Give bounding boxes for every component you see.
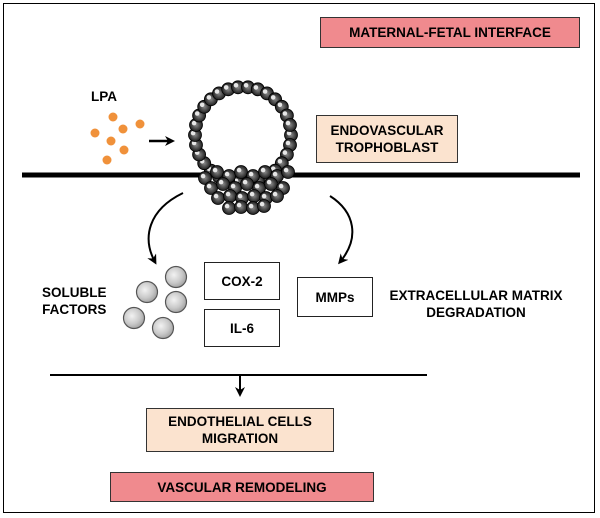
soluble-label-line2: FACTORS [42,302,107,317]
soluble-factors-label: SOLUBLE FACTORS [42,284,107,318]
il6-box: IL-6 [204,309,280,347]
endothelial-label-line2: MIGRATION [201,431,279,446]
endovascular-trophoblast-box: ENDOVASCULAR TROPHOBLAST [316,115,458,163]
vascular-remodeling-box: VASCULAR REMODELING [110,472,374,502]
endovascular-label-line1: ENDOVASCULAR [330,123,444,138]
cox2-label: COX-2 [221,273,263,289]
maternal-fetal-interface-box: MATERNAL-FETAL INTERFACE [320,17,580,48]
endothelial-cells-migration-box: ENDOTHELIAL CELLS MIGRATION [146,408,334,452]
lpa-dots [90,112,145,165]
trophoblast-cell-cluster [188,80,298,215]
ecm-label-line2: DEGRADATION [426,305,526,320]
soluble-factor-spheres [122,265,188,340]
cox2-box: COX-2 [204,262,280,300]
arrow-to-soluble-factors [147,192,184,265]
mmps-box: MMPs [297,277,373,317]
arrow-to-mmps [329,195,354,265]
vascular-remodeling-label: VASCULAR REMODELING [157,479,327,495]
soluble-label-line1: SOLUBLE [42,285,107,300]
maternal-fetal-interface-label: MATERNAL-FETAL INTERFACE [349,25,551,40]
il6-label: IL-6 [229,320,254,336]
endovascular-label-line2: TROPHOBLAST [335,140,439,155]
ecm-degradation-label: EXTRACELLULAR MATRIX DEGRADATION [386,287,566,321]
endothelial-label-line1: ENDOTHELIAL CELLS [168,414,312,429]
ecm-label-line1: EXTRACELLULAR MATRIX [389,288,563,303]
lpa-label: LPA [91,89,117,104]
mmps-label: MMPs [315,289,355,305]
